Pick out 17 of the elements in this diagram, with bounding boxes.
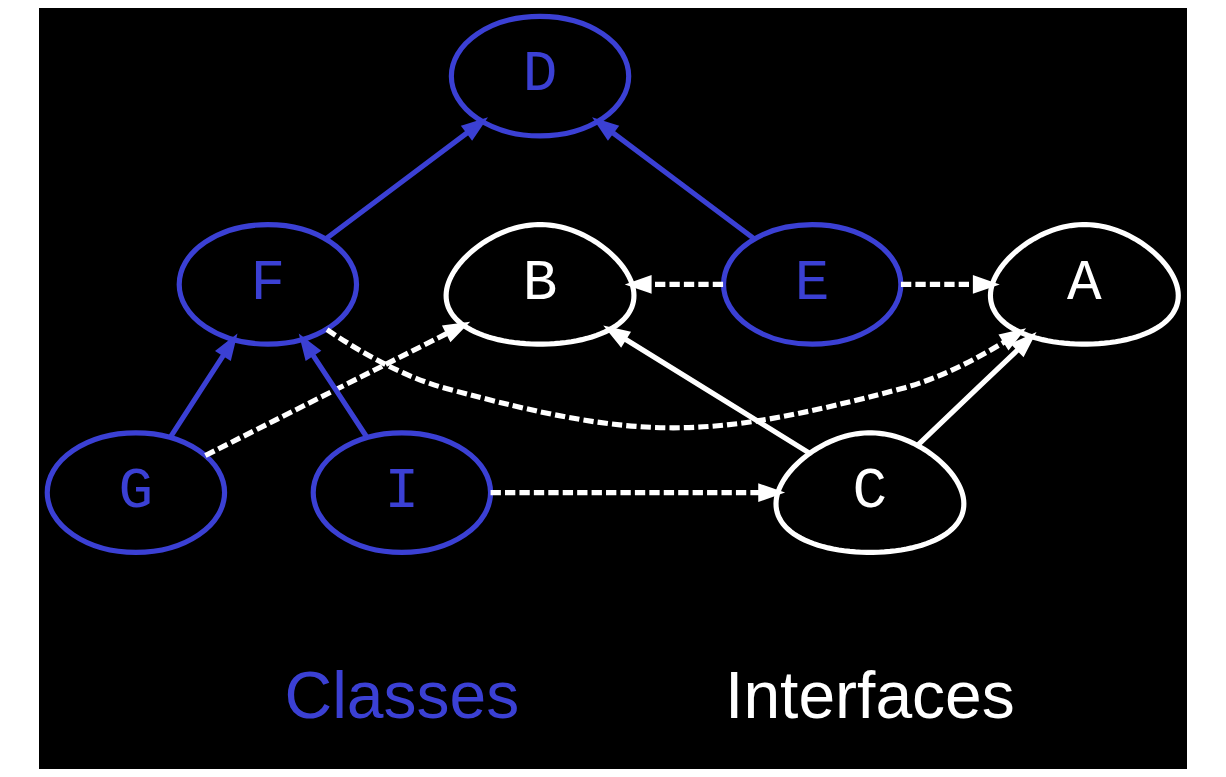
node-ellipse: G [44,430,228,555]
arrow [204,321,471,458]
arrow [168,333,238,439]
arrow [900,274,1000,294]
node-ellipse: I [310,430,494,555]
arrow [592,117,756,241]
arrow [490,483,786,503]
arrow [298,333,370,439]
arrow [915,331,1037,448]
arrow [324,117,488,241]
arrow [624,274,724,294]
label: Interfaces [725,657,1015,732]
arrow [603,325,811,456]
arrow [325,327,1027,431]
label: Classes [284,657,520,732]
node-ellipse: E [720,222,904,347]
node-ellipse: F [176,222,360,347]
